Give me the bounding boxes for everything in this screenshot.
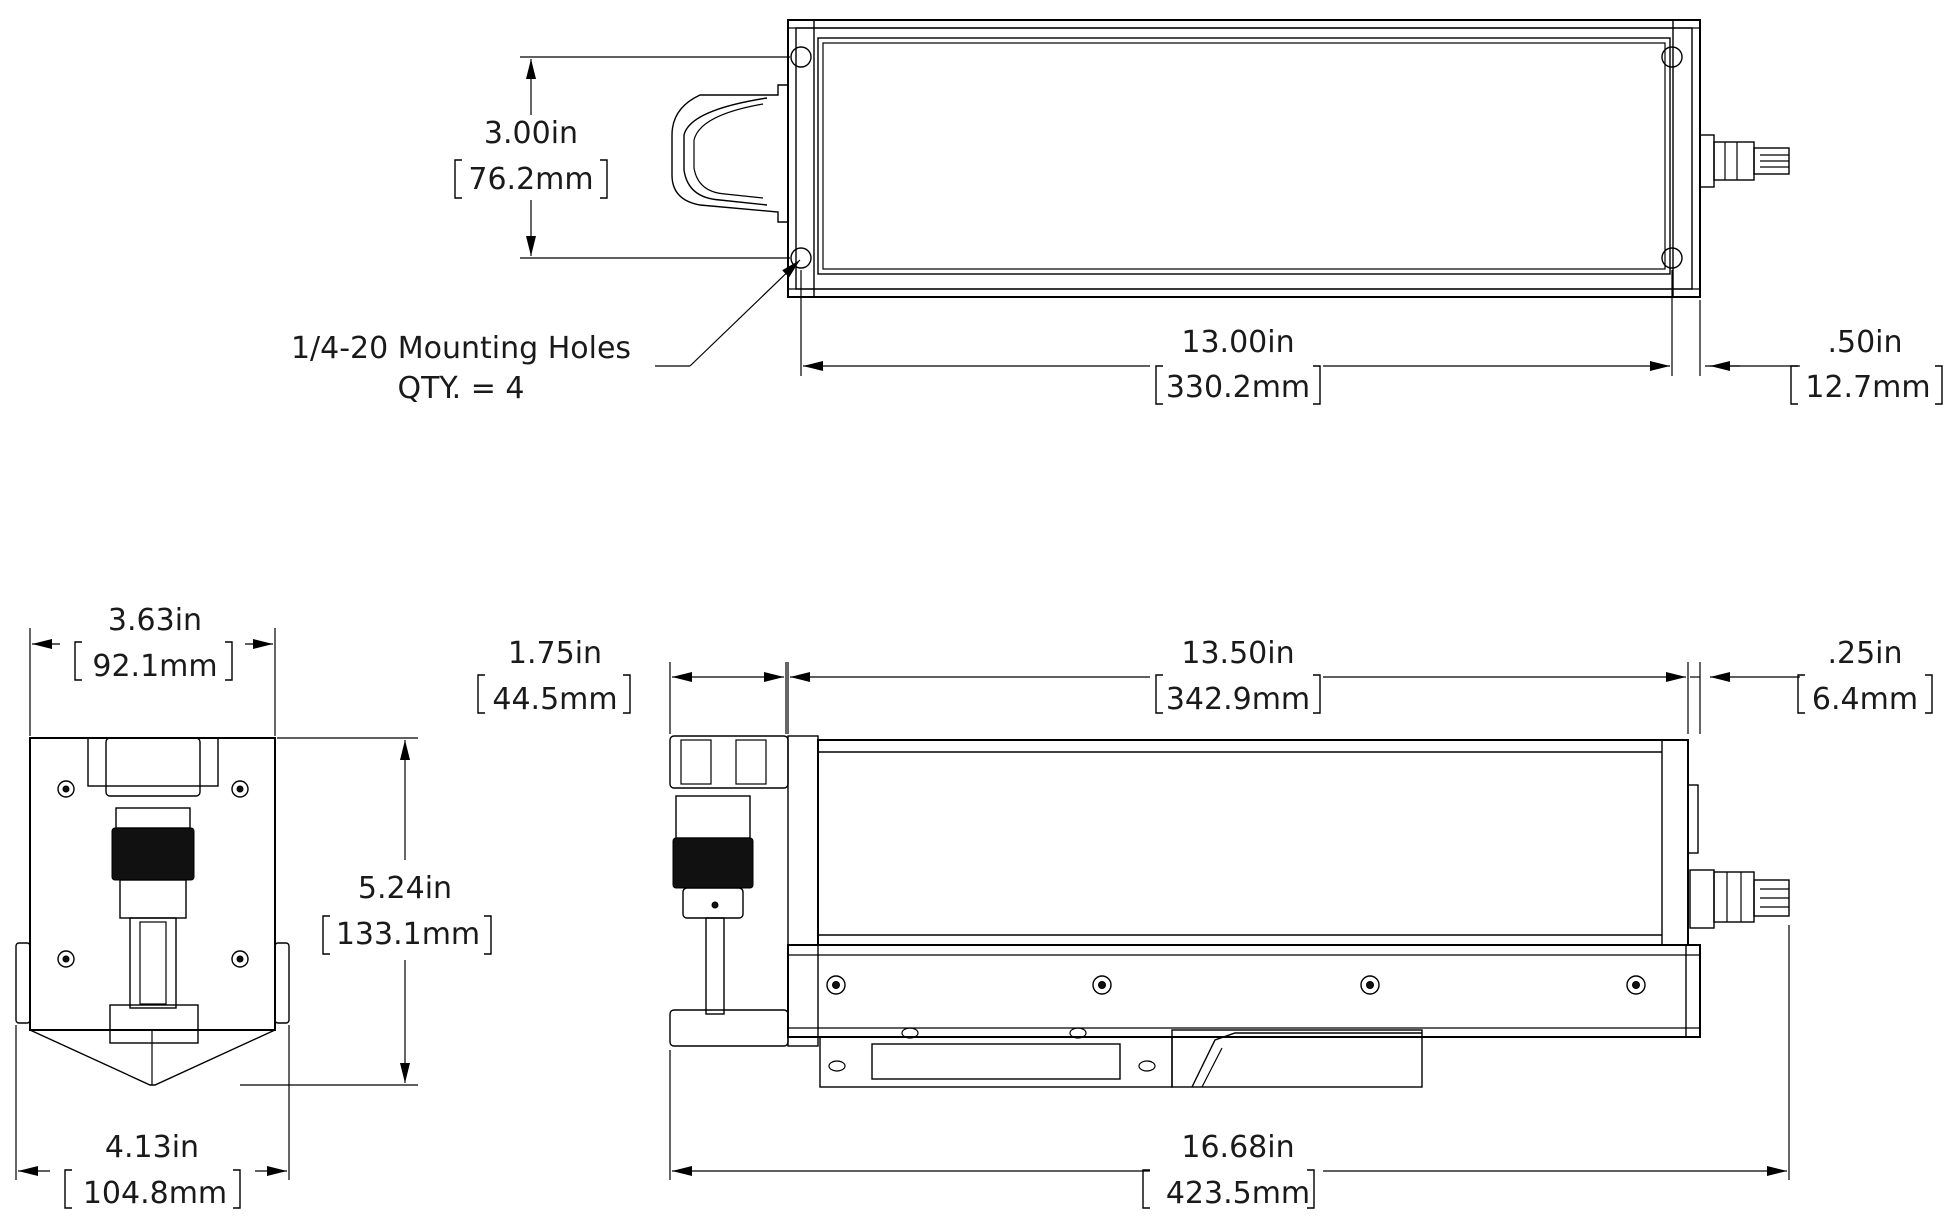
dim-height-inch: 3.00in bbox=[484, 116, 578, 151]
dim-overall-mm: 423.5mm bbox=[1166, 1176, 1310, 1211]
screw bbox=[57, 950, 75, 968]
side-view: 1.75in 44.5mm 13.50in 342.9mm .25in 6.4m… bbox=[477, 636, 1933, 1211]
dim-width-top-inch: 3.63in bbox=[108, 603, 202, 638]
top-view-outline bbox=[787, 19, 1701, 298]
dim-end-height-mm: 133.1mm bbox=[336, 917, 480, 952]
screw bbox=[1626, 975, 1646, 995]
mounting-hole bbox=[1661, 46, 1683, 68]
dim-right-offset-inch: .25in bbox=[1827, 636, 1902, 671]
dim-width-bottom-mm: 104.8mm bbox=[83, 1176, 227, 1211]
dim-connector-mm: 12.7mm bbox=[1805, 370, 1930, 405]
dim-connector-inch: .50in bbox=[1827, 325, 1902, 360]
knurled-nut bbox=[672, 837, 754, 889]
screw bbox=[231, 950, 249, 968]
dim-width-bottom-inch: 4.13in bbox=[105, 1130, 199, 1165]
dim-hole-spacing-mm: 330.2mm bbox=[1166, 370, 1310, 405]
dim-left-offset-mm: 44.5mm bbox=[492, 682, 617, 717]
top-view: 3.00in 76.2mm 1/4-20 Mounting Holes QTY.… bbox=[291, 19, 1943, 406]
dim-body-length-inch: 13.50in bbox=[1181, 636, 1294, 671]
screw bbox=[57, 780, 75, 798]
knurled-nut bbox=[111, 827, 195, 881]
end-view: 3.63in 92.1mm 5.24in 133.1mm 4.13in 104.… bbox=[15, 603, 492, 1211]
dim-height-mm: 76.2mm bbox=[468, 162, 593, 197]
dim-body-length-mm: 342.9mm bbox=[1166, 682, 1310, 717]
callout-line-1: 1/4-20 Mounting Holes bbox=[291, 331, 631, 366]
connector bbox=[1699, 134, 1715, 188]
callout-line-2: QTY. = 4 bbox=[397, 371, 524, 406]
dim-overall-inch: 16.68in bbox=[1181, 1130, 1294, 1165]
top-view-panel bbox=[817, 37, 1671, 275]
handle-bracket bbox=[671, 84, 788, 223]
top-view-inner-outline bbox=[795, 27, 1693, 290]
screw bbox=[826, 975, 846, 995]
dim-hole-spacing-inch: 13.00in bbox=[1181, 325, 1294, 360]
dim-end-height-inch: 5.24in bbox=[358, 871, 452, 906]
screw bbox=[1360, 975, 1380, 995]
mounting-hole bbox=[790, 247, 812, 269]
side-view-body bbox=[817, 739, 1689, 946]
dim-left-offset-inch: 1.75in bbox=[508, 636, 602, 671]
mounting-hole bbox=[790, 46, 812, 68]
screw bbox=[1092, 975, 1112, 995]
dim-width-top-mm: 92.1mm bbox=[92, 649, 217, 684]
side-view-rail bbox=[787, 944, 1701, 1038]
dim-right-offset-mm: 6.4mm bbox=[1812, 682, 1918, 717]
screw bbox=[231, 780, 249, 798]
mounting-hole bbox=[1661, 247, 1683, 269]
